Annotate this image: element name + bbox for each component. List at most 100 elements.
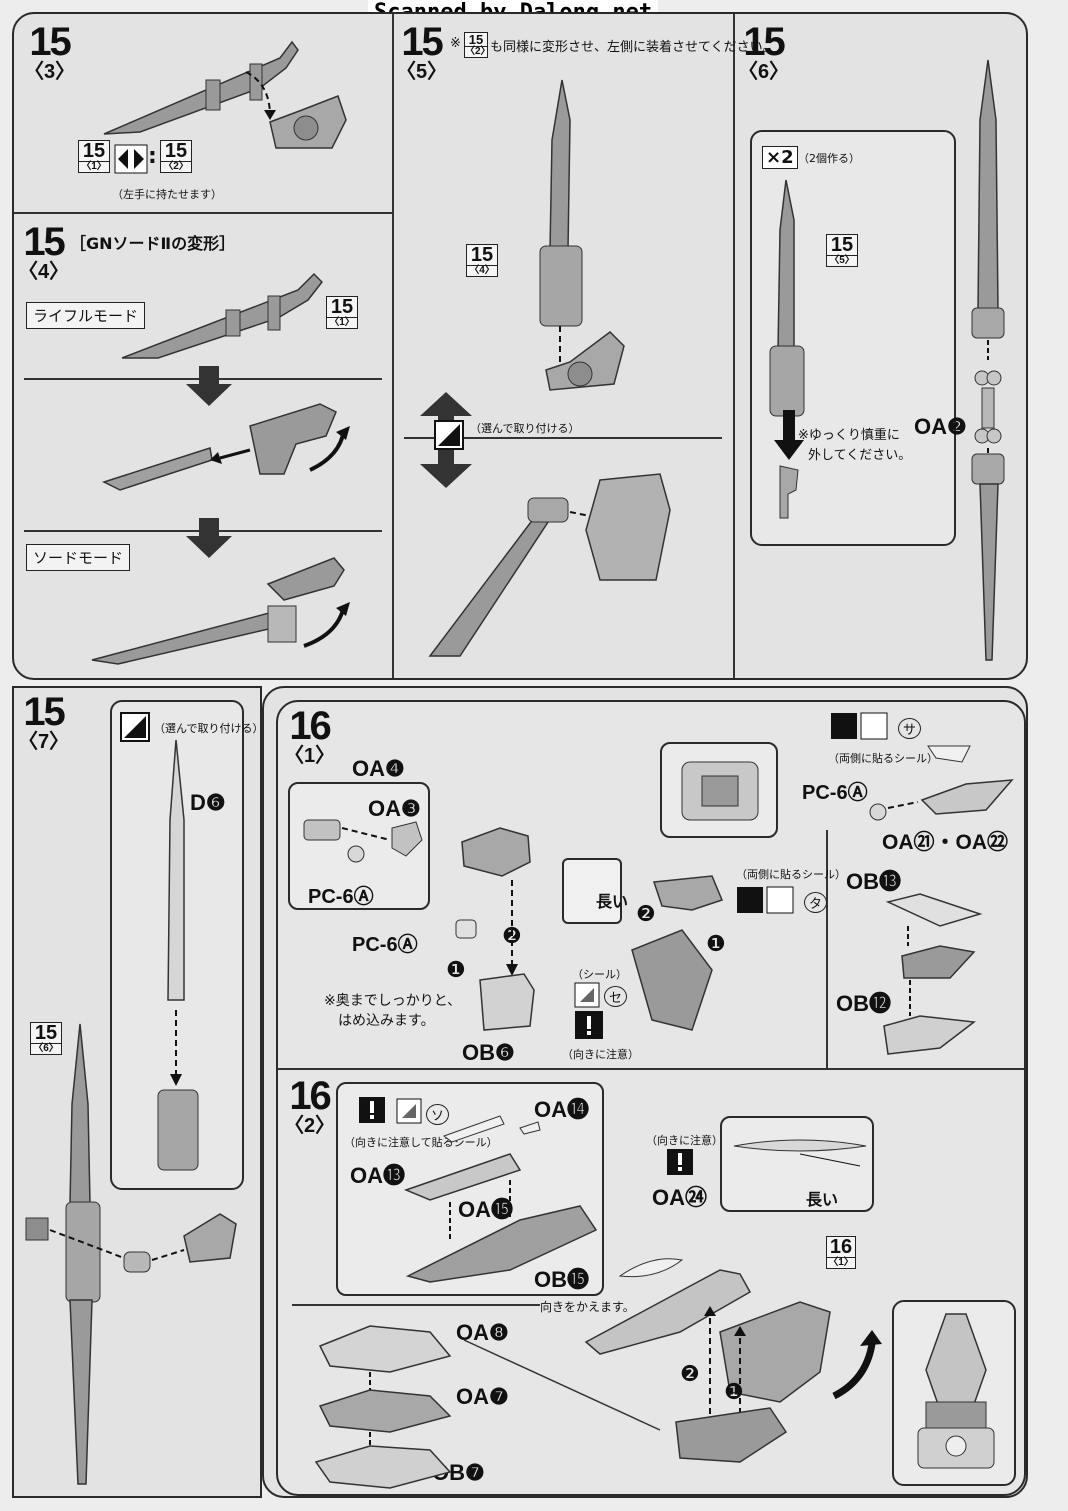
- long-inset: [562, 858, 622, 924]
- step-number: 15 〈3〉: [24, 22, 75, 82]
- rotate-arrow-icon: [832, 1330, 882, 1400]
- step-marker: ❶: [724, 1380, 744, 1405]
- leg-part-illustration: [479, 973, 535, 1031]
- blade-length-illustration: [733, 1139, 867, 1167]
- sword-vertical-illustration: [539, 79, 583, 382]
- guide-line: [463, 1339, 661, 1431]
- part-label: OA㉔: [652, 1185, 708, 1210]
- sticker-icon: [396, 1098, 422, 1124]
- attachment-illustration: [25, 1213, 237, 1273]
- caution-1: ※ゆっくり慎重に: [798, 428, 900, 443]
- part-label: OB⓯: [534, 1267, 590, 1292]
- step-marker: ❷: [502, 924, 522, 949]
- dashed-path: [506, 880, 518, 976]
- blade-part-illustration: [157, 739, 199, 1171]
- step-marker: ❷: [680, 1362, 700, 1387]
- step-sub: 〈3〉: [24, 61, 76, 83]
- sticker-id: ソ: [426, 1104, 450, 1125]
- wing-assembly-illustration: [403, 1115, 598, 1283]
- chest-part-illustration: [631, 875, 724, 1031]
- step-ref: 15〈6〉: [30, 1022, 62, 1055]
- choose-icon: [434, 420, 464, 450]
- step-number: 16〈1〉: [284, 704, 336, 767]
- sticker-id: サ: [898, 718, 922, 739]
- note: （左手に持たせます）: [112, 188, 222, 201]
- step-ref: 15〈1〉: [326, 296, 358, 329]
- step-ref: 15〈4〉: [466, 244, 498, 277]
- skirt-stack-illustration: [314, 1325, 452, 1489]
- part-label: D❻: [190, 790, 226, 815]
- divider: [733, 14, 735, 678]
- step-marker: ❶: [446, 958, 466, 983]
- divider: [404, 437, 722, 439]
- part-label: OB❻: [462, 1040, 515, 1065]
- rifle-mode-label: ライフルモード: [26, 302, 146, 329]
- sticker-id: タ: [804, 892, 828, 913]
- long-label: 長い: [806, 1190, 839, 1209]
- part-label: OA❼: [456, 1384, 509, 1409]
- note-2: はめ込みます。: [338, 1013, 435, 1029]
- step-num: 15: [29, 20, 72, 64]
- sword-vertical-illustration: [769, 179, 805, 417]
- step-number: 15〈7〉: [18, 690, 70, 753]
- dashed-arrow: [245, 71, 276, 120]
- joint-parts-illustration: [303, 819, 423, 863]
- sword-mode-illustration: [91, 557, 350, 665]
- caution-note: （向きに注意）: [562, 1048, 639, 1061]
- sticker-note: （両側に貼るシール）: [828, 752, 938, 765]
- step-number: 16〈2〉: [284, 1074, 336, 1137]
- sword-attached-illustration: [428, 473, 671, 657]
- choose-icon: [120, 712, 150, 742]
- rifle-part-illustration: [103, 40, 299, 135]
- rifle-mode-illustration: [121, 272, 323, 359]
- part-label: OA⓭: [350, 1163, 406, 1188]
- step-marker: ❶: [706, 932, 726, 957]
- x2-note: （2個作る）: [798, 152, 860, 165]
- part-label: OA❷: [914, 414, 967, 439]
- long-blade-illustration: [971, 59, 1005, 661]
- step-ref: 15〈1〉: [78, 140, 110, 173]
- body-frame-illustration: [681, 761, 759, 821]
- caution-note: （向きに注意）: [646, 1134, 723, 1147]
- note-text: も同様に変形させ、左側に装着させてください。: [490, 40, 776, 55]
- sticker-label: （シール）: [572, 968, 627, 981]
- leg-wing-illustration: [883, 893, 983, 1055]
- part-label: PC-6Ⓐ: [802, 782, 868, 804]
- part-label: OA⓯: [458, 1197, 514, 1222]
- part-label: OA❹: [352, 756, 405, 781]
- part-label: OB⓬: [836, 991, 892, 1016]
- sticker-icon: [574, 982, 600, 1008]
- note-mark: ※: [450, 36, 461, 51]
- step-marker: ❷: [636, 902, 656, 927]
- caution-2: 外してください。: [808, 448, 912, 463]
- step-number: 15〈6〉: [738, 20, 790, 83]
- sword-mode-label: ソードモード: [26, 544, 131, 571]
- both-sides-icon: [737, 886, 794, 914]
- small-part-illustration: [779, 465, 799, 519]
- hand-part-illustration: [545, 331, 625, 391]
- down-arrow-icon: [186, 366, 232, 406]
- sticker-id: セ: [604, 986, 628, 1007]
- divider: [292, 1304, 540, 1306]
- hip-part-illustration: [461, 827, 531, 877]
- transform-illustration: [102, 403, 350, 491]
- note-1: ※奥までしっかりと、: [324, 993, 462, 1009]
- wing-part-illustration: [869, 745, 1014, 821]
- step-number: 15〈5〉: [396, 20, 448, 83]
- part-label: OB⓭: [846, 869, 902, 894]
- choose-note: （選んで取り付ける）: [154, 722, 264, 735]
- step-ref: 15〈5〉: [826, 234, 858, 267]
- step-ref: 16〈1〉: [826, 1236, 856, 1269]
- mounted-view-illustration: [917, 1313, 995, 1469]
- pc-part-illustration: [455, 919, 477, 939]
- turn-note: 向きをかえます。: [540, 1300, 635, 1314]
- part-label: PC-6Ⓐ: [352, 934, 418, 956]
- step-ref: 15〈2〉: [464, 32, 491, 58]
- caution-icon: [575, 1011, 603, 1039]
- swap-hand-icon: [114, 144, 148, 174]
- down-arrow-icon: [774, 410, 804, 460]
- long-blade-illustration: [65, 1023, 101, 1485]
- part-label: OA㉑・OA㉒: [882, 831, 1008, 854]
- divider: [392, 14, 394, 678]
- step-number: 15〈4〉: [18, 220, 70, 283]
